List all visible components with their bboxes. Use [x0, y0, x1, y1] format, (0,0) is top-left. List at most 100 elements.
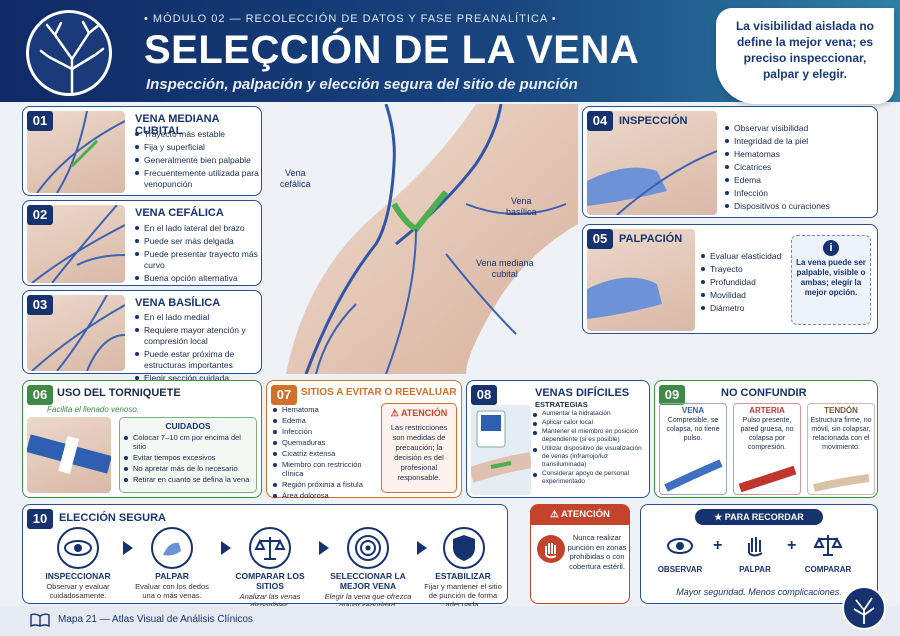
hand-icon [741, 531, 769, 564]
list-item: Evitar tiempos excesivos [124, 453, 256, 462]
list-item: Edema [725, 175, 875, 186]
section-number: 03 [27, 295, 53, 315]
list-item: Área dolorosa [273, 491, 381, 500]
card-subtitle: ESTRATEGIAS [535, 400, 588, 409]
list-item: Infección [725, 188, 875, 199]
list-item: Buena opción alternativa [135, 273, 261, 284]
bullet-list: Trayecto más estable Fija y superficial … [135, 129, 261, 192]
warning-icon: ⚠ [390, 408, 401, 418]
label-basilica: Vena basílica [506, 196, 537, 217]
list-item: Región próxima a fístula [273, 480, 381, 489]
list-item: Mantener el miembro en posición dependie… [533, 428, 649, 444]
bullet-list: Aumentar la hidratación Aplicar calor lo… [533, 410, 649, 487]
list-item: Quemaduras [273, 438, 381, 447]
page-title: SELEÇCIÓN DE LA VENA [144, 28, 640, 72]
eye-icon [665, 535, 695, 562]
section-number: 08 [471, 385, 497, 405]
tree-logo-icon [842, 586, 886, 630]
alert-text: Las restricciones son medidas de precauc… [390, 423, 448, 482]
card-basilica: 03 VENA BASÍLICA En el lado medial Requi… [22, 290, 262, 383]
list-item: Trayecto más estable [135, 129, 261, 140]
card-title: VENA CEFÁLICA [135, 207, 224, 219]
arrow-right-icon [221, 541, 231, 555]
card-palpacion: 05 PALPACIÓN Evaluar elasticidad Trayect… [582, 224, 878, 334]
card-cefalica: 02 VENA CEFÁLICA En el lado lateral del … [22, 200, 262, 286]
card-sitios-evitar: 07 SITIOS A EVITAR O REEVALUAR Hematoma … [266, 380, 462, 500]
step-title: ESTABILIZAR [435, 571, 491, 581]
step-text: Fijar y mantener el sitio de punción de … [424, 582, 502, 609]
bullet-list: Observar visibilidad Integridad de la pi… [725, 123, 875, 214]
list-item: En el lado lateral del brazo [135, 223, 261, 234]
warning-icon: ⚠ [550, 509, 561, 520]
list-item: En el lado medial [135, 312, 261, 323]
col-vena: VENA Compresible, se colapsa, no tiene p… [659, 403, 727, 495]
vein-finder-image [471, 405, 531, 495]
list-item: Evaluar elasticidad [701, 251, 791, 262]
atencion-header: ⚠ ATENCIÓN [531, 505, 629, 525]
atencion-text: Nunca realizar punción en zonas prohibid… [567, 533, 627, 571]
list-item: Puede estar próxima de estructuras impor… [135, 349, 261, 371]
vein-icon [664, 459, 723, 492]
list-item: Diámetro [701, 303, 791, 314]
page-subtitle: Inspección, palpación y elección segura … [146, 76, 578, 93]
target-icon [347, 527, 389, 569]
section-number: 06 [27, 385, 53, 405]
step-text: Analizar las venas disponibles. [239, 592, 301, 610]
list-item: Observar visibilidad [725, 123, 875, 134]
list-item: Puede ser más delgada [135, 236, 261, 247]
card-title: INSPECCIÓN [619, 115, 688, 127]
card-title: ELECCIÓN SEGURA [59, 512, 166, 524]
card-para-recordar: ★ PARA RECORDAR + + OBSERVAR PALPAR COMP… [640, 504, 878, 604]
list-item: Movilidad [701, 290, 791, 301]
card-title: VENAS DIFÍCILES [535, 387, 630, 399]
note-text: La vena puede ser palpable, visible o am… [796, 258, 866, 297]
list-item: Puede presentar trayecto más curvo [135, 249, 261, 271]
list-item: Hematoma [273, 405, 381, 414]
bullet-list: En el lado medial Requiere mayor atenció… [135, 312, 261, 386]
artery-icon [738, 466, 797, 492]
list-item: Retirar en cuanto se defina la vena [124, 475, 256, 484]
star-icon: ★ [714, 512, 725, 522]
card-title: VENA MEDIANA CUBITAL [135, 113, 220, 137]
list-item: No apretar más de lo necesario [124, 464, 256, 473]
eye-icon [57, 527, 99, 569]
tree-logo-icon [26, 10, 112, 96]
cuidados-box: CUIDADOS Colocar 7–10 cm por encima del … [119, 417, 257, 493]
label-mediana: Vena mediana cubital [476, 258, 534, 279]
card-mediana-cubital: 01 01 VENA MEDIANA CUBITAL Trayecto más … [22, 106, 262, 196]
section-number: 05 [587, 229, 613, 249]
card-title: VENA BASÍLICA [135, 297, 221, 309]
list-item: Frecuentemente utilizada para venopunció… [135, 168, 261, 190]
scale-icon [249, 527, 291, 569]
arrow-right-icon [123, 541, 133, 555]
card-torniquete: 06 USO DEL TORNIQUETE Facilita el llenad… [22, 380, 262, 498]
step-text: Evaluar con los dedos una o más venas. [135, 582, 209, 600]
section-number: 09 [659, 385, 685, 405]
book-icon [30, 613, 50, 632]
card-venas-dificiles: 08 VENAS DIFÍCILES ESTRATEGIAS Aumentar … [466, 380, 650, 498]
list-item: Aplicar calor local [533, 419, 649, 427]
step-title: PALPAR [155, 571, 189, 581]
list-item: Fija y superficial [135, 142, 261, 153]
recordar-header: ★ PARA RECORDAR [695, 509, 823, 525]
bullet-list: Hematoma Edema Infección Quemaduras Cica… [273, 405, 381, 502]
list-item: Generalmente bien palpable [135, 155, 261, 166]
card-title: SITIOS A EVITAR O REEVALUAR [301, 387, 457, 398]
plus-icon: + [713, 537, 723, 554]
step-title: COMPARAR LOS SITIOS [235, 571, 305, 591]
recordar-item: PALPAR [739, 565, 771, 574]
stop-hand-icon [537, 535, 565, 563]
list-item: Aumentar la hidratación [533, 410, 649, 418]
list-item: Utilizar dispositivo de visualización de… [533, 445, 649, 469]
list-item: Trayecto [701, 264, 791, 275]
arrow-right-icon [319, 541, 329, 555]
scale-icon [813, 531, 843, 564]
list-item: Infección [273, 427, 381, 436]
recordar-footer: Mayor seguridad. Menos complicaciones. [676, 587, 842, 597]
section-number: 02 [27, 205, 53, 225]
card-inspeccion: 04 INSPECCIÓN Observar visibilidad Integ… [582, 106, 878, 218]
section-number: 07 [271, 385, 297, 405]
list-item: Cicatriz extensa [273, 449, 381, 458]
alert-title: ⚠ ATENCIÓN [390, 408, 448, 418]
key-quote: La visibilidad aislada no define la mejo… [716, 8, 894, 104]
